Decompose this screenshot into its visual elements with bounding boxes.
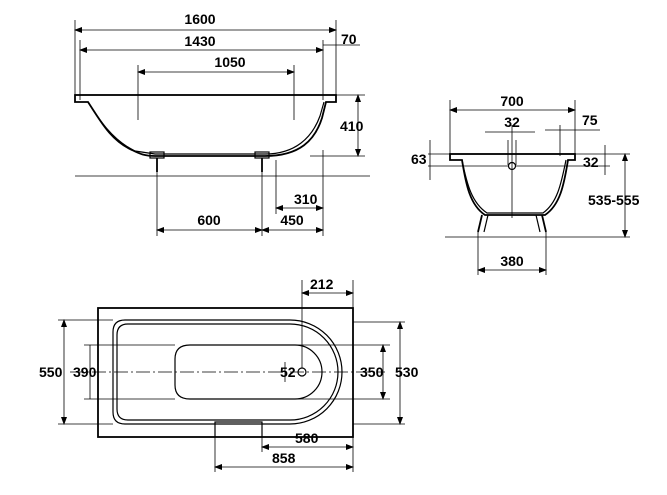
side-view: 1600 1430 70 1050 410 310 600 450 bbox=[74, 11, 370, 236]
dim-bottom-length: 1050 bbox=[214, 54, 245, 70]
dim-feet-end-distance: 450 bbox=[280, 212, 304, 228]
top-view-front-notch bbox=[214, 421, 263, 437]
dim-drain-length: 858 bbox=[272, 450, 296, 466]
dim-drain-height: 63 bbox=[411, 151, 427, 167]
side-view-foot-left bbox=[149, 151, 165, 172]
dim-rim-width: 70 bbox=[341, 31, 357, 47]
dim-drain-spacing: 32 bbox=[504, 114, 520, 130]
dim-end-width: 700 bbox=[500, 93, 524, 109]
dim-end-height-range: 535-555 bbox=[588, 192, 640, 208]
dim-drain-to-end: 580 bbox=[295, 430, 319, 446]
dim-end-rim-width: 75 bbox=[582, 112, 598, 128]
end-view-tub-outline bbox=[449, 153, 576, 216]
end-view: 700 32 75 63 32 535-555 380 bbox=[411, 93, 640, 275]
side-view-tub-inner bbox=[87, 101, 325, 155]
end-view-tub-inner bbox=[461, 159, 567, 214]
dim-outer-width: 550 bbox=[39, 364, 63, 380]
end-view-foot-left bbox=[477, 214, 489, 233]
dim-feet-from-end: 310 bbox=[294, 191, 318, 207]
side-view-foot-right bbox=[254, 151, 270, 172]
dim-feet-width: 380 bbox=[500, 253, 524, 269]
side-view-tub-outline bbox=[74, 94, 337, 157]
top-view: 212 550 390 52 350 530 580 858 bbox=[39, 276, 419, 472]
dim-feet-spacing: 600 bbox=[197, 212, 221, 228]
top-view-inner-basin bbox=[112, 319, 343, 425]
dim-bottom-width: 390 bbox=[73, 364, 97, 380]
end-view-foot-right bbox=[535, 214, 547, 233]
dim-drain-diameter: 52 bbox=[280, 364, 296, 380]
dim-inner-width: 350 bbox=[360, 364, 384, 380]
top-view-inner-basin-edge bbox=[116, 323, 339, 421]
dim-width-right: 530 bbox=[395, 364, 419, 380]
dim-length-inner: 1430 bbox=[184, 33, 215, 49]
dim-drain-offset: 32 bbox=[583, 154, 599, 170]
dim-height: 410 bbox=[340, 118, 364, 134]
dim-drain-from-end: 212 bbox=[310, 276, 334, 292]
top-view-outer-rim bbox=[97, 307, 354, 438]
dim-length-overall: 1600 bbox=[184, 11, 215, 27]
